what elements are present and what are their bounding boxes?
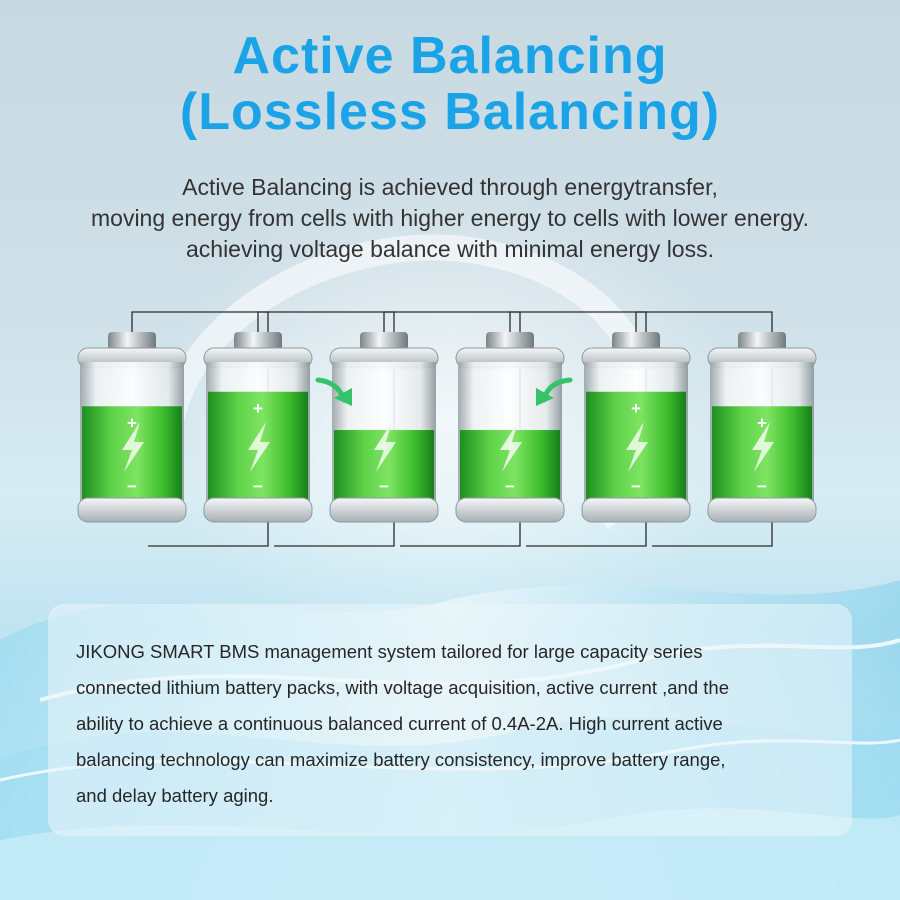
plus-symbol: +	[757, 413, 767, 432]
battery-bottom-ring	[455, 497, 565, 523]
plus-symbol: +	[127, 413, 137, 432]
battery-bottom-ring	[77, 497, 187, 523]
transfer-arrow-icon	[315, 377, 352, 406]
minus-symbol: −	[757, 477, 767, 496]
plus-symbol: +	[631, 399, 641, 418]
wire	[635, 311, 773, 547]
battery-cell: +−	[455, 332, 565, 523]
battery-bottom-ring	[707, 497, 817, 523]
description-line-2: connected lithium battery packs, with vo…	[76, 677, 729, 698]
battery-terminal	[234, 332, 282, 350]
page-title: Active Balancing (Lossless Balancing)	[0, 28, 900, 140]
lightning-icon	[752, 422, 774, 472]
minus-symbol: −	[379, 477, 389, 496]
title-line-2: (Lossless Balancing)	[179, 83, 721, 141]
battery-cell: +−	[707, 332, 817, 523]
battery-terminal	[486, 332, 534, 350]
lightning-icon	[626, 422, 648, 472]
battery-cell: +−	[203, 332, 313, 523]
lightning-icon	[122, 422, 144, 472]
minus-symbol: −	[127, 477, 137, 496]
intro-line-1: Active Balancing is achieved through ene…	[182, 174, 718, 200]
minus-symbol: −	[631, 477, 641, 496]
battery-bottom-ring	[329, 497, 439, 523]
intro-text: Active Balancing is achieved through ene…	[0, 172, 900, 265]
connection-wires	[131, 311, 773, 547]
lightning-icon	[248, 422, 270, 472]
battery-cell: +−	[581, 332, 691, 523]
battery-terminal	[108, 332, 156, 350]
battery-terminal	[738, 332, 786, 350]
lightning-icon	[500, 422, 522, 472]
description-line-5: and delay battery aging.	[76, 785, 274, 806]
description-panel	[48, 604, 852, 836]
lightning-icon	[374, 422, 396, 472]
transfer-arrow-icon	[536, 377, 573, 406]
plus-symbol: +	[253, 399, 263, 418]
minus-symbol: −	[505, 477, 515, 496]
battery-bottom-ring	[581, 497, 691, 523]
battery-terminal	[612, 332, 660, 350]
description-text: JIKONG SMART BMS management system tailo…	[76, 634, 836, 814]
battery-cell: +−	[329, 332, 439, 523]
intro-line-3: achieving voltage balance with minimal e…	[185, 236, 714, 262]
intro-line-2: moving energy from cells with higher ene…	[91, 205, 809, 231]
battery-balancing-diagram: +−+−+−+−+−+−	[77, 311, 817, 547]
description-line-3: ability to achieve a continuous balanced…	[76, 713, 723, 734]
minus-symbol: −	[253, 477, 263, 496]
title-line-1: Active Balancing	[232, 27, 668, 85]
battery-terminal	[360, 332, 408, 350]
battery-bottom-ring	[203, 497, 313, 523]
battery-cell: +−	[77, 332, 187, 523]
description-line-4: balancing technology can maximize batter…	[76, 749, 726, 770]
description-line-1: JIKONG SMART BMS management system tailo…	[76, 641, 703, 662]
